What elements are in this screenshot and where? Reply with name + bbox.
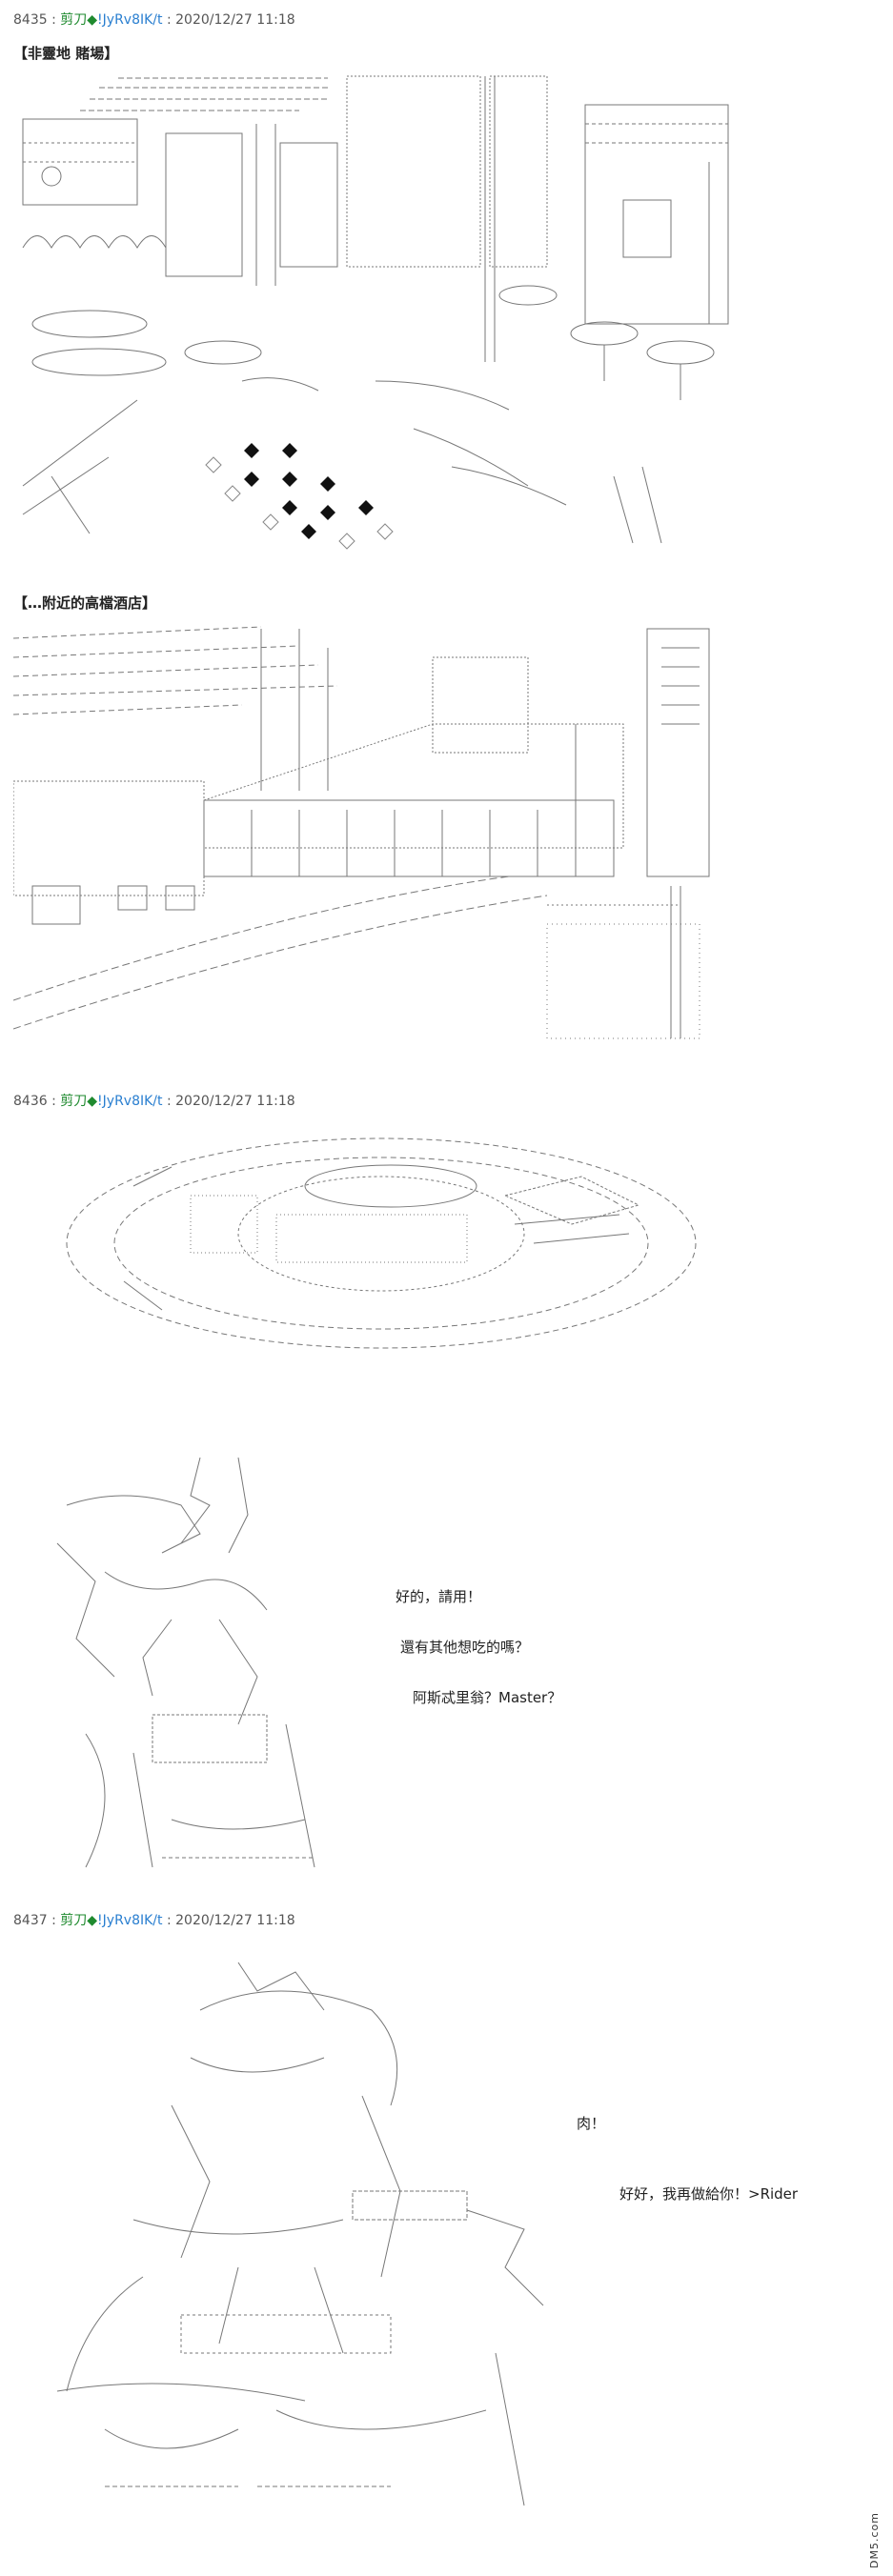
post-header-8436: 8436 : 剪刀◆!JyRv8IK/t : 2020/12/27 11:18 (13, 1094, 295, 1109)
hotel-ascii-art (13, 619, 719, 1057)
post-trip[interactable]: !JyRv8IK/t (97, 1913, 163, 1928)
post-trip[interactable]: !JyRv8IK/t (97, 12, 163, 28)
post-author[interactable]: 剪刀◆ (60, 1913, 98, 1928)
dialogue-line-4: 肉！ (577, 2115, 606, 2132)
post-header-8437: 8437 : 剪刀◆!JyRv8IK/t : 2020/12/27 11:18 (13, 1913, 295, 1928)
dialogue-line-5: 好好，我再做給你！>Rider (619, 2185, 799, 2203)
rider-asterios-ascii-art (48, 1953, 581, 2525)
server-character-ascii-art (48, 1448, 362, 1886)
dialogue-line-1: 好的，請用！ (396, 1588, 482, 1605)
post-date: 2020/12/27 11:18 (175, 12, 295, 28)
post-date: 2020/12/27 11:18 (175, 1913, 295, 1928)
post-trip[interactable]: !JyRv8IK/t (97, 1094, 163, 1109)
post-author[interactable]: 剪刀◆ (60, 12, 98, 28)
casino-ascii-art (13, 67, 738, 553)
section-label-hotel: 【…附近的高檔酒店】 (13, 594, 157, 612)
post-number: 8435 (13, 12, 48, 28)
section-label-casino: 【非靈地 賭場】 (13, 45, 119, 62)
dialogue-line-2: 還有其他想吃的嗎？ (400, 1639, 530, 1656)
post-author[interactable]: 剪刀◆ (60, 1094, 98, 1109)
post-date: 2020/12/27 11:18 (175, 1094, 295, 1109)
plate-of-food-ascii-art (57, 1129, 705, 1358)
post-header-8435: 8435 : 剪刀◆!JyRv8IK/t : 2020/12/27 11:18 (13, 12, 295, 28)
dialogue-line-3: 阿斯忒里翁？Master？ (413, 1689, 562, 1706)
post-number: 8437 (13, 1913, 48, 1928)
dm5-watermark: DM5.com (868, 2512, 881, 2568)
post-number: 8436 (13, 1094, 48, 1109)
